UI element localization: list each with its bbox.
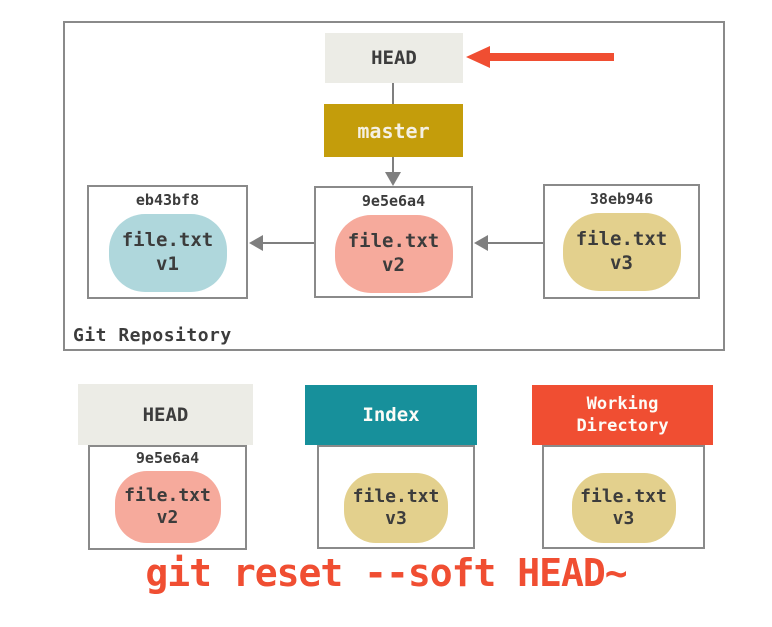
commit3-to-commit2-arrow-line (488, 242, 543, 244)
file-name: file.txt (575, 228, 668, 251)
head-pointer-box: HEAD (325, 33, 463, 83)
head-file-snapshot: file.txt v2 (114, 471, 221, 543)
file-name: file.txt (124, 484, 211, 506)
area-body-working-directory: file.txt v3 (542, 445, 705, 549)
head-pointer-label: HEAD (371, 47, 417, 69)
commit3-to-commit2-arrowhead-icon (474, 235, 488, 251)
red-arrowhead-icon (466, 46, 490, 68)
master-to-commit-arrow-line (392, 157, 394, 173)
file-name: file.txt (580, 485, 667, 507)
area-header-index-label: Index (362, 404, 420, 426)
git-repository-label: Git Repository (73, 325, 232, 346)
file-snapshot-v1: file.txt v1 (108, 214, 227, 292)
file-snapshot-v3: file.txt v3 (562, 213, 681, 291)
file-version: v3 (612, 508, 635, 529)
area-body-head: 9e5e6a4 file.txt v2 (88, 445, 247, 550)
commit-hash: 38eb946 (589, 190, 654, 208)
file-version: v2 (382, 254, 405, 276)
file-version: v2 (156, 507, 179, 528)
area-body-index: file.txt v3 (317, 445, 475, 549)
file-name: file.txt (347, 230, 440, 253)
file-name: file.txt (352, 485, 440, 507)
commit-hash: eb43bf8 (135, 191, 200, 209)
commit-box-eb43bf8: eb43bf8 file.txt v1 (87, 185, 248, 299)
master-to-commit-arrowhead-icon (385, 172, 401, 186)
commit-box-38eb946: 38eb946 file.txt v3 (543, 184, 700, 299)
index-file-snapshot: file.txt v3 (344, 473, 448, 543)
master-branch-box: master (324, 104, 463, 157)
area-header-head-label: HEAD (142, 403, 189, 426)
command-caption: git reset --soft HEAD~ (145, 551, 627, 595)
commit2-to-commit1-arrow-line (263, 242, 314, 244)
file-version: v3 (610, 252, 633, 274)
workdir-file-snapshot: file.txt v3 (571, 473, 676, 543)
file-snapshot-v2: file.txt v2 (334, 215, 453, 293)
red-arrow-shaft (489, 53, 614, 61)
master-branch-label: master (357, 118, 430, 143)
head-commit-hash: 9e5e6a4 (135, 449, 200, 467)
file-version: v3 (385, 508, 407, 529)
area-header-head: HEAD (78, 384, 253, 445)
head-to-master-connector (392, 83, 394, 104)
commit-box-9e5e6a4: 9e5e6a4 file.txt v2 (314, 186, 473, 298)
file-version: v1 (156, 253, 179, 275)
area-header-working-directory: Working Directory (532, 385, 713, 445)
file-name: file.txt (121, 229, 214, 252)
commit2-to-commit1-arrowhead-icon (249, 235, 263, 251)
area-header-working-directory-label: Working Directory (576, 393, 669, 436)
commit-hash: 9e5e6a4 (361, 192, 426, 210)
area-header-index: Index (305, 385, 477, 445)
